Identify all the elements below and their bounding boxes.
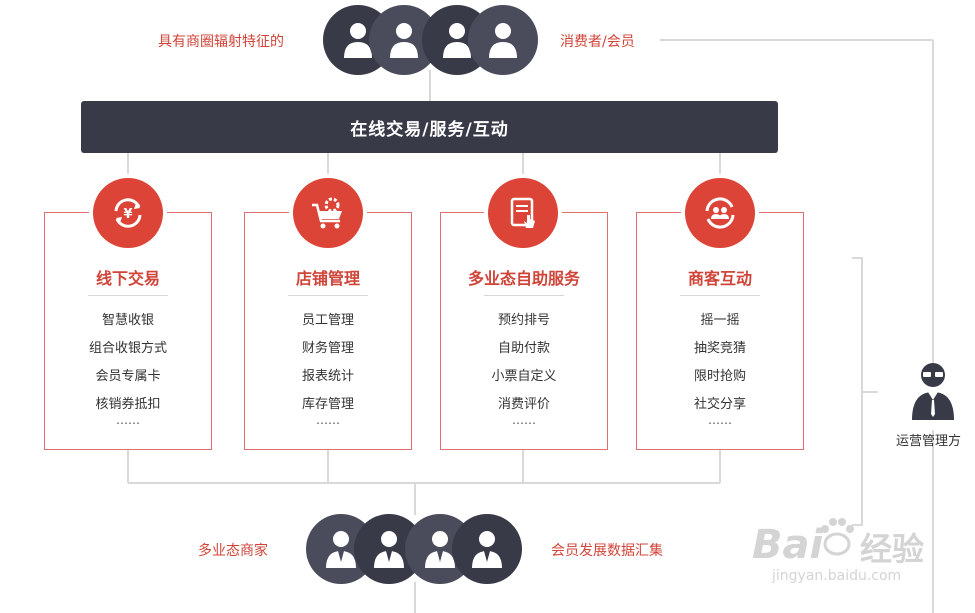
list-item: 报表统计 bbox=[301, 369, 354, 384]
card-title: 多业态自助服务 bbox=[467, 269, 580, 288]
operator-label: 运营管理方 bbox=[896, 434, 962, 449]
top-left-label: 具有商圈辐射特征的 bbox=[158, 34, 284, 50]
list-item: 核销券抵扣 bbox=[95, 397, 161, 412]
card-offline-trade: 线下交易 智慧收银 组合收银方式 会员专属卡 核销券抵扣 …… bbox=[44, 212, 212, 450]
top-right-label: 消费者/会员 bbox=[560, 34, 635, 50]
divider bbox=[88, 295, 168, 296]
list-item: 员工管理 bbox=[301, 313, 354, 328]
card-title: 店铺管理 bbox=[295, 269, 360, 288]
watermark-brand: Bai bbox=[752, 522, 824, 568]
person-icon bbox=[369, 5, 439, 75]
card-title: 线下交易 bbox=[95, 269, 160, 288]
more-ellipsis: …… bbox=[708, 413, 732, 427]
person-icon bbox=[468, 5, 538, 75]
divider bbox=[288, 295, 368, 296]
document-touch-icon bbox=[488, 178, 558, 248]
bottom-left-label: 多业态商家 bbox=[198, 543, 268, 559]
card-self-service: 多业态自助服务 预约排号 自助付款 小票自定义 消费评价 …… bbox=[440, 212, 608, 450]
list-item: 摇一摇 bbox=[700, 313, 740, 328]
list-item: 社交分享 bbox=[693, 397, 746, 412]
yen-exchange-icon: ¥ bbox=[93, 178, 163, 248]
card-title: 商客互动 bbox=[687, 269, 752, 288]
svg-text:¥: ¥ bbox=[123, 207, 132, 222]
list-item: 自助付款 bbox=[497, 341, 550, 356]
bottom-right-label: 会员发展数据汇集 bbox=[551, 543, 663, 559]
more-ellipsis: …… bbox=[512, 413, 536, 427]
list-item: 抽奖竞猜 bbox=[693, 341, 746, 356]
more-ellipsis: …… bbox=[116, 413, 140, 427]
list-item: 消费评价 bbox=[497, 397, 550, 412]
businessman-icon bbox=[452, 514, 522, 584]
card-customer-interaction: 商客互动 摇一摇 抽奖竞猜 限时抢购 社交分享 …… bbox=[636, 212, 804, 450]
divider bbox=[680, 295, 760, 296]
people-exchange-icon bbox=[685, 178, 755, 248]
card-store-management: 店铺管理 员工管理 财务管理 报表统计 库存管理 …… bbox=[244, 212, 412, 450]
list-item: 会员专属卡 bbox=[95, 369, 161, 384]
bar-title: 在线交易/服务/互动 bbox=[350, 119, 509, 140]
shopping-cart-gear-icon bbox=[293, 178, 363, 248]
list-item: 限时抢购 bbox=[693, 369, 746, 384]
divider bbox=[484, 295, 564, 296]
watermark-url: jingyan.baidu.com bbox=[772, 568, 902, 584]
list-item: 小票自定义 bbox=[491, 369, 557, 384]
list-item: 财务管理 bbox=[301, 341, 354, 356]
list-item: 智慧收银 bbox=[101, 313, 154, 328]
list-item: 预约排号 bbox=[497, 313, 550, 328]
list-item: 组合收银方式 bbox=[88, 341, 167, 356]
operator-icon bbox=[908, 360, 958, 426]
list-item: 库存管理 bbox=[301, 397, 354, 412]
online-services-bar: 在线交易/服务/互动 bbox=[81, 101, 778, 153]
paw-logo-icon bbox=[817, 514, 857, 562]
watermark-brand-cn: 经验 bbox=[860, 530, 925, 568]
more-ellipsis: …… bbox=[316, 413, 340, 427]
